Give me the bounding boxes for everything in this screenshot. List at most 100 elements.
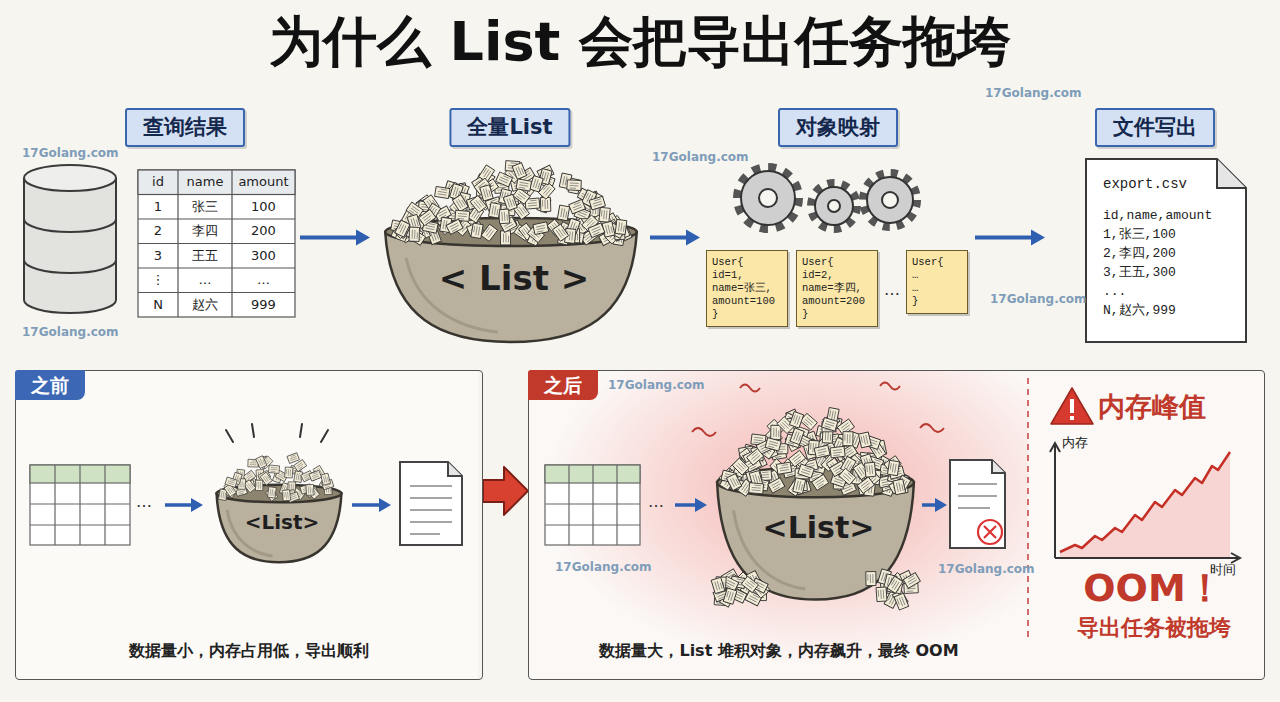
bowl-shape xyxy=(894,593,909,610)
bowl-shape xyxy=(321,473,331,485)
bowl-shape xyxy=(245,473,253,480)
bowl-shape xyxy=(306,484,314,495)
bowl-shape xyxy=(893,479,906,495)
bowl-shape xyxy=(572,202,582,210)
bowl-shape xyxy=(380,148,642,348)
flow-arrow xyxy=(935,498,947,512)
bowl-shape xyxy=(533,222,549,235)
bowl-shape xyxy=(726,474,741,491)
watermark: 17Golang.com xyxy=(555,560,652,574)
bowl-shape xyxy=(897,597,905,607)
bowl-shape xyxy=(411,217,418,227)
bowl-shape xyxy=(730,477,739,487)
table-cell: N xyxy=(138,293,178,318)
scenario-panel: 之后数据量大，List 堆积对象，内存飙升，最终 OOM<List>内存峰值OO… xyxy=(528,370,1265,680)
table-cell: name xyxy=(178,170,232,195)
object-fields: User{ … … } xyxy=(912,256,962,308)
bowl-shape xyxy=(615,219,627,234)
memory-chart xyxy=(1060,452,1230,552)
bowl-shape xyxy=(533,222,549,235)
bowl-shape xyxy=(794,431,802,441)
bowl-shape xyxy=(552,224,568,241)
bowl-shape xyxy=(268,465,279,473)
bowl-shape xyxy=(419,209,436,225)
bowl-shape xyxy=(516,192,526,201)
flow-arrow xyxy=(650,230,700,246)
bowl-shape xyxy=(309,470,321,481)
list-label: < List > xyxy=(380,258,648,299)
flow-arrow xyxy=(1031,230,1045,246)
bowl-shape xyxy=(774,428,779,437)
result-table xyxy=(138,170,295,317)
bowl-shape xyxy=(246,482,253,490)
stress-squiggles xyxy=(920,424,944,432)
mini-table xyxy=(30,465,130,545)
bowl-shape xyxy=(814,445,830,458)
bowl-shape xyxy=(450,223,460,232)
file-content: id,name,amount 1,张三,100 2,李四,200 3,王五,30… xyxy=(1103,206,1228,320)
bowl-shape xyxy=(812,474,829,490)
bowl-shape xyxy=(861,435,868,445)
bowl-shape xyxy=(569,199,586,214)
bowl-shape xyxy=(263,475,270,483)
table-cell: 1 xyxy=(138,195,178,220)
bowl-shape xyxy=(458,213,467,219)
bowl-shape xyxy=(843,471,853,481)
bowl-shape xyxy=(255,480,263,491)
watermark: 17Golang.com xyxy=(652,150,749,164)
bowl-shape xyxy=(803,417,813,427)
bowl-shape xyxy=(876,587,887,602)
bowl-shape xyxy=(715,580,722,590)
bowl-shape xyxy=(255,480,263,491)
bowl-shape xyxy=(489,203,501,219)
list-bowl: <List> xyxy=(214,441,350,566)
file-icon xyxy=(992,460,1005,473)
gear-icons xyxy=(882,192,898,208)
bowl-shape xyxy=(296,473,301,480)
bowl-shape xyxy=(867,465,873,474)
bowl-shape xyxy=(517,206,526,216)
bowl-shape xyxy=(887,576,903,593)
bowl-shape xyxy=(309,470,321,481)
bowl-shape xyxy=(768,478,785,494)
bowl-shape xyxy=(409,227,419,241)
bowl-shape xyxy=(589,196,605,210)
bowl-shape xyxy=(512,163,527,180)
table-cell: id xyxy=(138,170,178,195)
bowl-shape xyxy=(798,464,814,478)
bowl-shape xyxy=(499,175,509,183)
bowl-shape xyxy=(306,484,314,495)
bowl-shape xyxy=(268,465,279,473)
bowl-shape xyxy=(745,579,755,588)
stage-column: 文件写出export.csvid,name,amount 1,张三,100 2,… xyxy=(1045,100,1265,350)
flow-arrow xyxy=(675,503,696,507)
bowl-shape xyxy=(516,179,532,191)
bowl-shape xyxy=(557,205,569,221)
bowl-shape xyxy=(250,461,257,465)
bowl-shape xyxy=(732,458,749,475)
table-cell: 2 xyxy=(138,219,178,244)
bowl-shape xyxy=(311,472,319,478)
stress-squiggles xyxy=(740,385,760,392)
flow-arrow xyxy=(191,498,203,512)
warning-icon xyxy=(1070,399,1074,413)
bowl-shape xyxy=(822,417,838,431)
bowl-shape xyxy=(471,223,483,239)
bowl-shape xyxy=(599,207,610,222)
bowl-shape xyxy=(592,199,602,206)
bowl-shape xyxy=(484,227,493,237)
bowl-shape xyxy=(776,462,791,474)
bowl-shape xyxy=(259,458,265,466)
bowl-shape xyxy=(741,576,758,592)
database-icon xyxy=(24,219,116,232)
stage-heading: 对象映射 xyxy=(778,108,898,147)
bowl-shape xyxy=(492,206,498,216)
flow-arrow xyxy=(975,230,1045,246)
bowl-shape xyxy=(893,479,906,495)
file-icon xyxy=(410,486,452,534)
bowl-shape xyxy=(504,233,509,242)
bowl-shape xyxy=(896,482,903,492)
gear-icons xyxy=(828,200,840,212)
error-mark xyxy=(978,520,1002,544)
